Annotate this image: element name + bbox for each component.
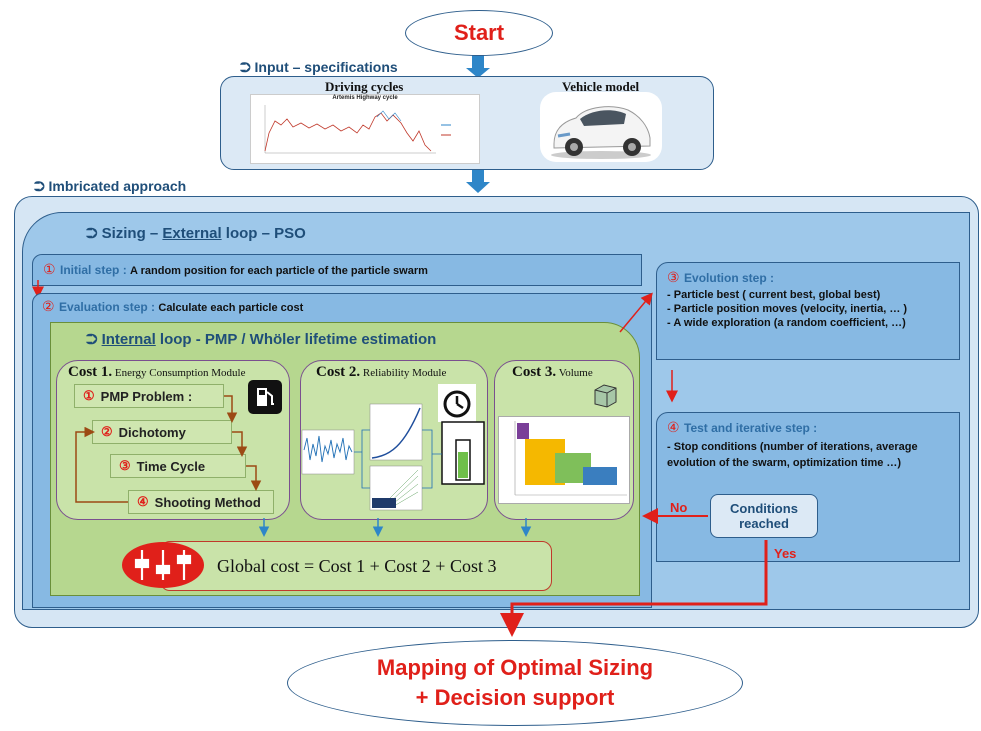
external-loop-title: ⮊ Sizing – External loop – PSO [86, 225, 306, 242]
end-line2: + Decision support [415, 685, 615, 710]
cost1-step-flow [75, 395, 262, 503]
vehicle-image [540, 92, 662, 162]
yes-label: Yes [774, 546, 797, 561]
imbricated-title: ⮊ Imbricated approach [34, 178, 187, 194]
weights-icon [122, 542, 204, 588]
ragone-plot [498, 416, 630, 504]
car-icon [551, 106, 651, 159]
cube-icon [590, 380, 620, 410]
end-node: Mapping of Optimal Sizing + Decision sup… [287, 640, 743, 726]
end-line1: Mapping of Optimal Sizing [376, 655, 654, 680]
internal-loop-title: ⮊ Internal loop - PMP / Whöler lifetime … [86, 331, 437, 348]
flow-arrow-start-input [466, 55, 490, 78]
driving-cycle-chart-title: Artemis Highway cycle [332, 95, 398, 101]
input-title: ⮊ Input – specifications [240, 59, 398, 75]
evaluation-step-title: ② Evaluation step : Calculate each parti… [42, 298, 304, 314]
evolution-step-box: ③ Evolution step : Particle best ( curre… [656, 262, 960, 360]
vehicle-model-label: Vehicle model [562, 79, 640, 94]
cost1-title: Cost 1. Energy Consumption Module [68, 364, 246, 380]
test-step-box: ④ Test and iterative step : Stop conditi… [656, 412, 960, 562]
conditions-box: Conditions reached [710, 494, 818, 538]
driving-cycle-plot [264, 105, 451, 154]
driving-cycles-label: Driving cycles [325, 79, 404, 94]
cost2-title: Cost 2. Reliability Module [316, 364, 447, 380]
global-cost-formula: Global cost = Cost 1 + Cost 2 + Cost 3 [217, 555, 497, 576]
initial-to-eval-arrow [32, 280, 44, 299]
fuel-pump-icon [248, 380, 282, 414]
global-cost-box: Global cost = Cost 1 + Cost 2 + Cost 3 [160, 541, 552, 591]
cost3-title: Cost 3. Volume [512, 364, 593, 380]
start-label: Start [453, 20, 505, 45]
initial-step-box: ① Initial step : A random position for e… [32, 254, 642, 286]
evolution-items: Particle best ( current best, global bes… [667, 289, 959, 329]
start-node: Start [405, 10, 553, 56]
cost-to-global-arrows [258, 518, 532, 537]
test-items: Stop conditions (number of iterations, a… [667, 439, 949, 471]
reliability-plots [301, 403, 485, 511]
stopwatch-icon [438, 384, 476, 422]
no-label: No [670, 500, 688, 515]
flow-arrow-input-approach [466, 169, 490, 193]
driving-cycle-chart: Artemis Highway cycle [250, 94, 480, 164]
